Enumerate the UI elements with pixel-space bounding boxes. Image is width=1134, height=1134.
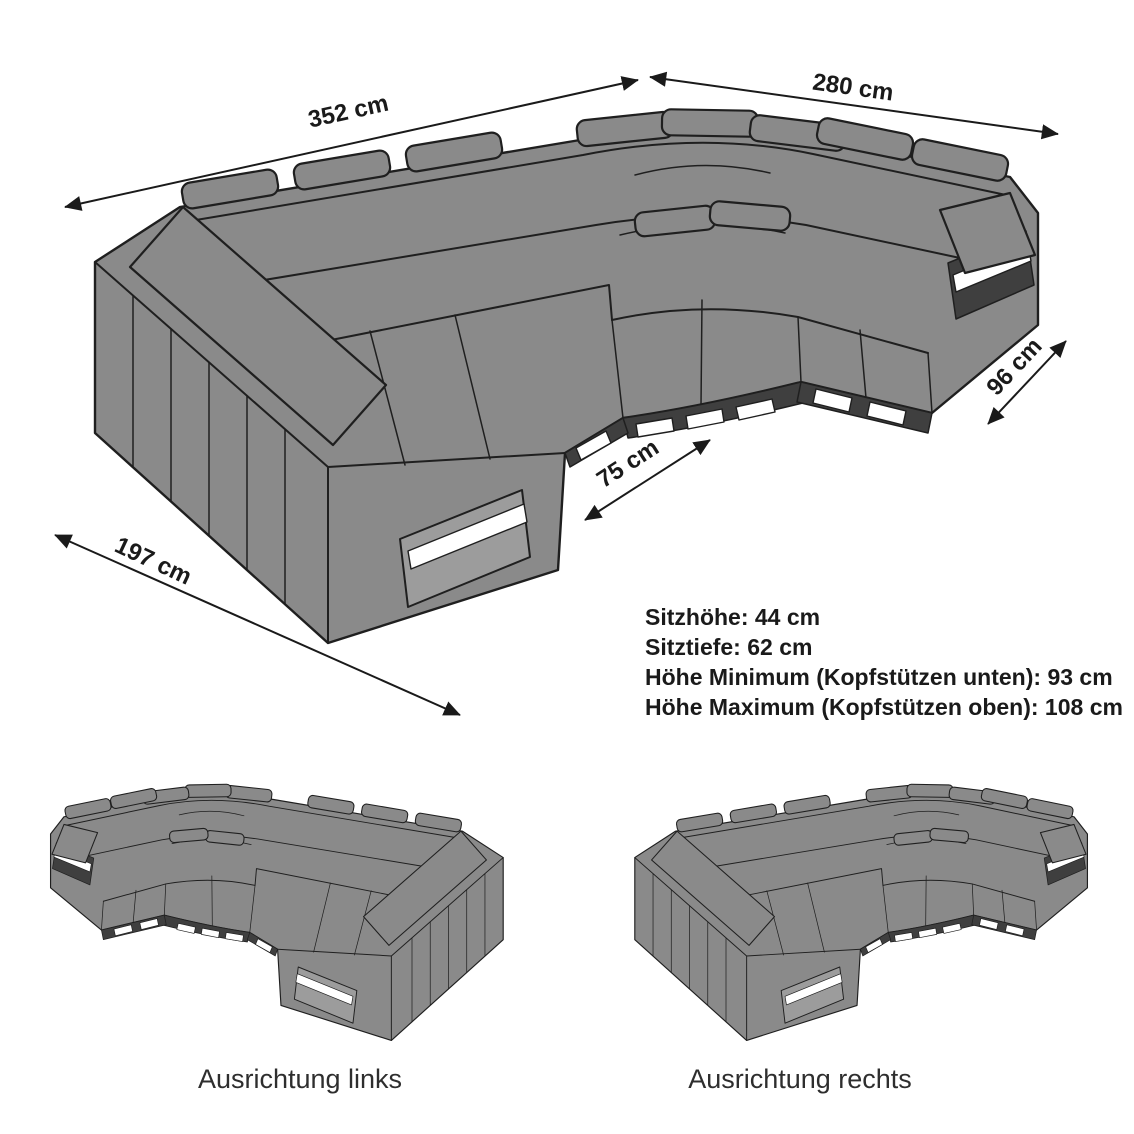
variant-label-right: Ausrichtung rechts <box>688 1064 912 1094</box>
variant-label-left: Ausrichtung links <box>197 1064 403 1094</box>
spec-seat-height: Sitzhöhe: 44 cm <box>645 604 821 630</box>
specs-block: Sitzhöhe: 44 cm Sitztiefe: 62 cm Höhe Mi… <box>645 602 1123 722</box>
spec-seat-depth: Sitztiefe: 62 cm <box>645 634 813 660</box>
dimension-arrow-seat-width <box>584 439 711 521</box>
sofa-illustration-right-variant <box>635 784 1088 1040</box>
dimension-arrow-side-depth <box>54 534 461 716</box>
sofa-illustration-main <box>95 109 1038 643</box>
dimension-label-side-depth: 197 cm <box>111 532 196 591</box>
dimension-label-back-left: 352 cm <box>306 90 391 134</box>
dimension-arrow-back-left <box>64 76 639 211</box>
dimension-arrow-back-right <box>649 71 1059 140</box>
dimension-arrow-arm-width <box>987 340 1067 425</box>
spec-height-max: Höhe Maximum (Kopfstützen oben): 108 cm <box>645 694 1123 720</box>
spec-height-min: Höhe Minimum (Kopfstützen unten): 93 cm <box>645 664 1113 690</box>
sofa-illustration-left-variant <box>51 784 504 1040</box>
